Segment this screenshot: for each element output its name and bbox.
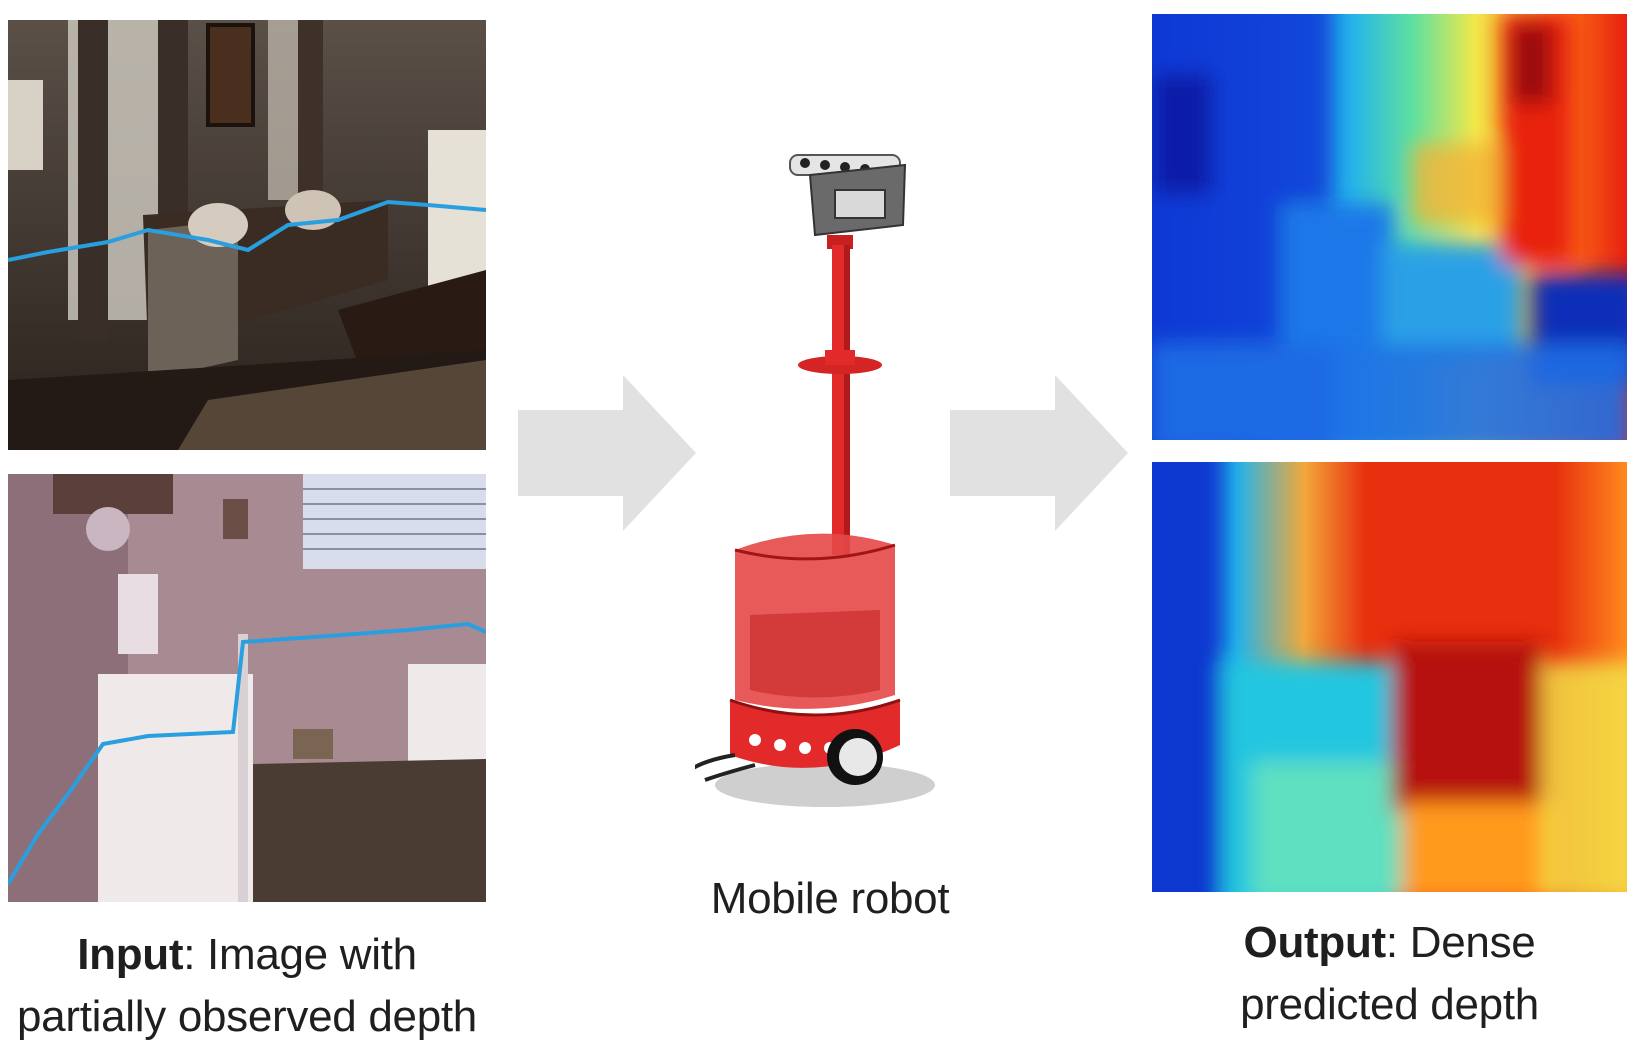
arrow-right-icon [518,375,696,531]
output-caption-bold: Output [1243,918,1387,967]
input-caption-line2: partially observed depth [17,992,477,1041]
robot-caption: Mobile robot [710,874,950,923]
output-caption-rest: : Dense [1385,918,1536,967]
output-caption-line2: predicted depth [1240,980,1539,1029]
input-image-bedroom [8,474,486,902]
mobile-robot-illustration [688,145,935,835]
depth-map-living-room [1152,14,1627,440]
output-caption: Output: Dense predicted depth [1152,912,1627,1036]
depth-map-bedroom [1152,462,1627,892]
input-image-living-room [8,20,486,450]
input-caption: Input: Image with partially observed dep… [0,924,494,1048]
input-caption-bold: Input [77,930,184,979]
input-caption-rest: : Image with [183,930,417,979]
arrow-right-icon [950,375,1128,531]
